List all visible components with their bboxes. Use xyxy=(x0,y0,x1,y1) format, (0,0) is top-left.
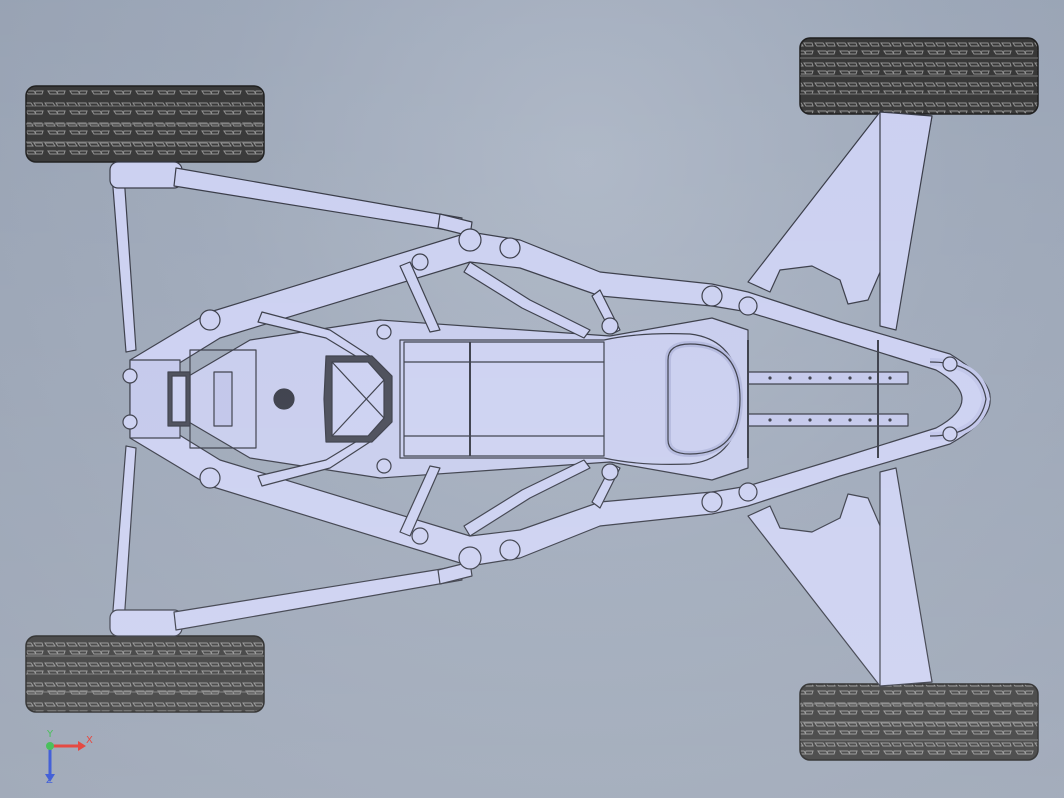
triad-axes-icon xyxy=(45,741,86,782)
rear-left-tire[interactable] xyxy=(25,635,265,713)
rear-right-tire[interactable] xyxy=(799,683,1039,761)
rear-left-tie-rod[interactable] xyxy=(173,565,463,631)
y-axis-label: Y xyxy=(47,729,54,740)
front-left-tie-rod[interactable] xyxy=(173,167,463,233)
front-right-tire[interactable] xyxy=(799,37,1039,115)
front-left-tire[interactable] xyxy=(25,85,265,163)
chassis-frame[interactable] xyxy=(129,231,991,567)
mounting-holes xyxy=(768,376,892,422)
coordinate-triad: X Y Z xyxy=(38,730,98,786)
front-left-kingpin[interactable] xyxy=(111,174,137,353)
x-axis-label: X xyxy=(86,735,93,746)
rear-left-kingpin[interactable] xyxy=(111,445,137,624)
z-axis-label: Z xyxy=(46,775,53,786)
